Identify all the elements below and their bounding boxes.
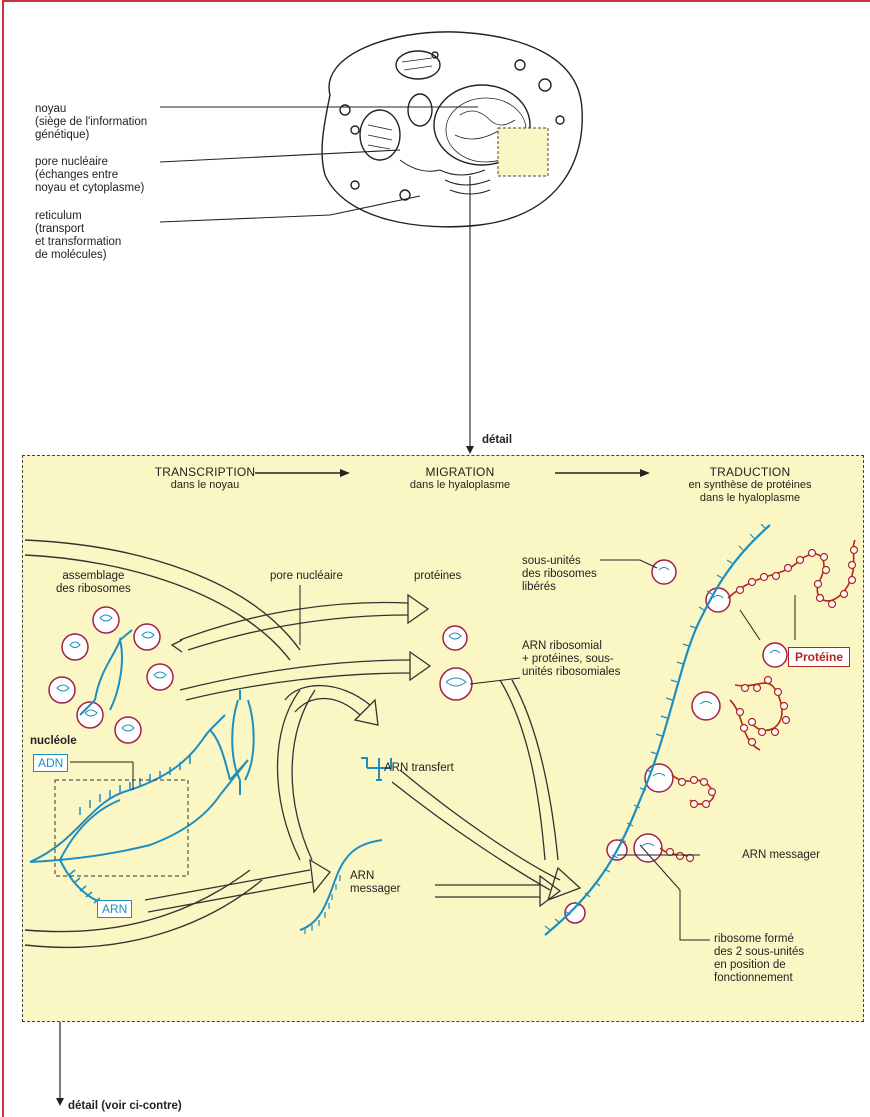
phase-transcription: TRANSCRIPTION dans le noyau <box>120 466 290 492</box>
label-arn-messager-free: ARN messager <box>350 870 401 896</box>
label-detail-bottom: détail (voir ci-contre) <box>68 1100 182 1113</box>
label-proteine: Protéine <box>788 647 850 667</box>
phase-migration: MIGRATION dans le hyaloplasme <box>370 466 550 492</box>
label-adn: ADN <box>33 754 68 772</box>
label-arn-transfert: ARN transfert <box>384 762 454 775</box>
label-arn-ribosomial: ARN ribosomial + protéines, sous- unités… <box>522 640 620 679</box>
label-sous-unites: sous-unités des ribosomes libérés <box>522 555 597 594</box>
label-ribosome-forme: ribosome formé des 2 sous-unités en posi… <box>714 933 804 985</box>
label-arn: ARN <box>97 900 132 918</box>
phase-traduction: TRADUCTION en synthèse de protéines dans… <box>655 466 845 505</box>
label-arn-messager: ARN messager <box>742 849 820 862</box>
label-assemblage-ribosomes: assemblage des ribosomes <box>56 570 131 596</box>
label-nucleole: nucléole <box>30 735 77 748</box>
label-proteines: protéines <box>414 570 461 583</box>
label-pore-nucleaire-detail: pore nucléaire <box>270 570 343 583</box>
